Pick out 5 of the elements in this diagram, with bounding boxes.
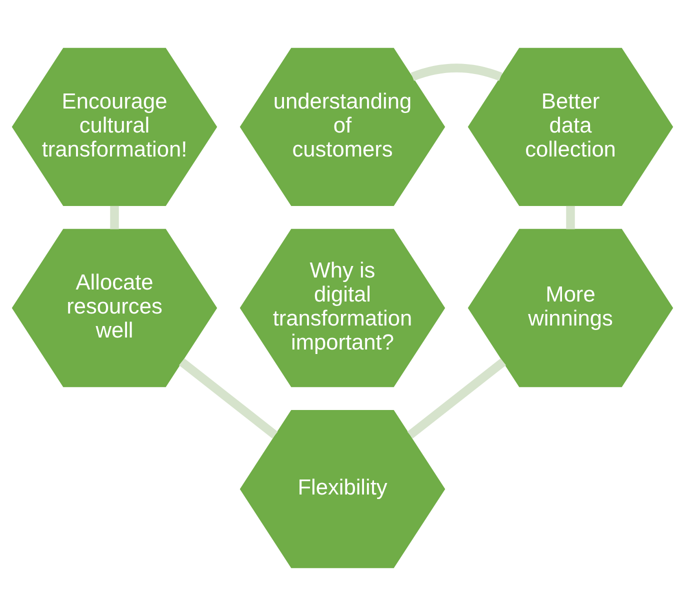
connector [178,358,278,438]
connector [566,205,575,229]
connector [410,63,502,80]
connector [407,358,506,438]
connector [110,205,119,229]
